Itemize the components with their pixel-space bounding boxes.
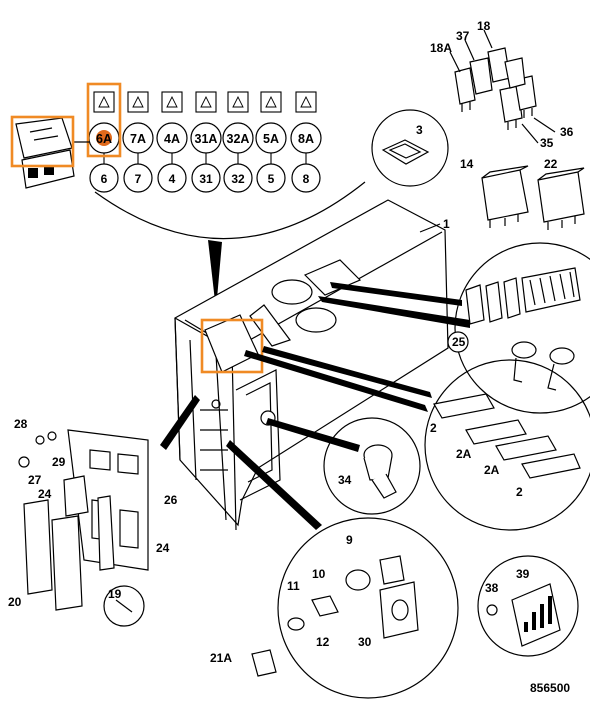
- fuse-rating-6: 8A: [290, 122, 322, 154]
- callout-2-b: 2: [516, 485, 523, 499]
- callout-38: 38: [485, 581, 499, 595]
- callout-18a: 18A: [430, 41, 452, 55]
- wiper-symbol-icon: [127, 91, 149, 113]
- detail-2: 2 2A 2A 2: [424, 359, 590, 531]
- highlight-switch[interactable]: [10, 115, 75, 168]
- callout-21a: 21A: [210, 651, 232, 665]
- blade-fuses: 18 37 18A 36 35: [430, 19, 574, 150]
- fuse-rating-label: 5A: [263, 132, 279, 146]
- fuse-position-label: 5: [268, 172, 275, 186]
- fuse-position-3: 31: [191, 153, 221, 193]
- dash-rect-slot: [303, 259, 362, 296]
- fuse-position-6: 8: [291, 153, 321, 193]
- callout-11: 11: [287, 579, 300, 593]
- callout-27: 27: [28, 473, 42, 487]
- fuse-panel-detail: 6A 7A 4A 31A 32A 5A 8A 6 7 4 31 32 5 8: [10, 82, 366, 310]
- callout-10: 10: [312, 567, 326, 581]
- fuse-rating-2: 4A: [156, 122, 188, 154]
- fuse-position-label: 7: [135, 172, 142, 186]
- fuse-rating-0: 6A: [88, 122, 120, 154]
- fuse-rating-5: 5A: [255, 122, 287, 154]
- callout-35: 35: [540, 136, 554, 150]
- callout-26: 26: [164, 493, 178, 507]
- relays: 14 22: [460, 157, 585, 230]
- fuse-rating-label: 7A: [130, 132, 146, 146]
- wave-symbol-icon: [161, 91, 183, 113]
- fuse-position-label: 4: [169, 172, 176, 186]
- warning-symbol-icon: [260, 91, 282, 113]
- detail-34: 34: [323, 417, 421, 515]
- part-21a: 21A: [210, 649, 277, 677]
- rocker-switch: [15, 117, 90, 189]
- highlight-fuse-6a[interactable]: [86, 82, 122, 158]
- light-symbol-icon: [93, 91, 115, 113]
- callout-22: 22: [544, 157, 558, 171]
- fuse-rating-3: 31A: [190, 122, 222, 154]
- callout-37: 37: [456, 29, 470, 43]
- drawing-number: 856500: [530, 681, 570, 695]
- fuse-rating-label: 31A: [195, 132, 218, 146]
- fuse-rating-1: 7A: [122, 122, 154, 154]
- callout-9: 9: [346, 533, 353, 547]
- callout-20: 20: [8, 595, 22, 609]
- fuse-symbol-row: [93, 91, 317, 113]
- fuse-rating-4: 32A: [222, 122, 254, 154]
- chassis-symbol-icon: [227, 91, 249, 113]
- detail-arc-fuses: [94, 181, 366, 240]
- fuse-position-5: 5: [256, 153, 286, 193]
- detail-38-39: 38 39: [477, 555, 579, 657]
- fuse-position-4: 32: [223, 153, 253, 193]
- fuse-rating-label: 8A: [298, 132, 314, 146]
- fuse-position-row: 6 7 4 31 32 5 8: [89, 153, 321, 193]
- callout-24-a: 24: [38, 487, 52, 501]
- callout-24-b: 24: [156, 541, 170, 555]
- slope-symbol-icon: [195, 91, 217, 113]
- fuse-box-assembly: 28 29 27 24 26 24 20 19: [8, 417, 178, 627]
- callout-3: 3: [416, 123, 423, 137]
- fuse-rating-row: 6A 7A 4A 31A 32A 5A 8A: [88, 122, 322, 154]
- callout-19: 19: [108, 587, 122, 601]
- callout-2-a: 2: [430, 421, 437, 435]
- callout-28: 28: [14, 417, 28, 431]
- callout-29: 29: [52, 455, 66, 469]
- fuse-position-label: 31: [199, 172, 213, 186]
- callout-14: 14: [460, 157, 474, 171]
- fuse-position-2: 4: [157, 153, 187, 193]
- highlight-dash-switch[interactable]: [200, 318, 264, 374]
- callout-1: 1: [443, 217, 450, 231]
- callout-34: 34: [338, 473, 352, 487]
- detail-ignition: 9 10 11 12 30: [277, 517, 459, 699]
- callout-18: 18: [477, 19, 491, 33]
- callout-25: 25: [452, 335, 466, 349]
- callout-39: 39: [516, 567, 530, 581]
- gauge-hole-2: [295, 307, 337, 333]
- fuse-position-label: 8: [303, 172, 310, 186]
- callout-30: 30: [358, 635, 372, 649]
- lamp-symbol-icon: [295, 91, 317, 113]
- leader-fuse-detail: [208, 240, 222, 310]
- callout-36: 36: [560, 125, 574, 139]
- callout-12: 12: [316, 635, 330, 649]
- fuse-position-label: 32: [231, 172, 245, 186]
- fuse-position-label: 6: [101, 172, 108, 186]
- callout-2a-a: 2A: [456, 447, 472, 461]
- fuse-rating-label: 4A: [164, 132, 180, 146]
- gauge-hole-1: [271, 279, 313, 305]
- fuse-rating-label: 6A: [96, 132, 112, 146]
- fuse-position-1: 7: [123, 153, 153, 193]
- callout-2a-b: 2A: [484, 463, 500, 477]
- detail-3: 3: [371, 109, 449, 187]
- fuse-position-0: 6: [89, 153, 119, 193]
- fuse-rating-label: 32A: [227, 132, 250, 146]
- detail-25: 25: [447, 242, 590, 414]
